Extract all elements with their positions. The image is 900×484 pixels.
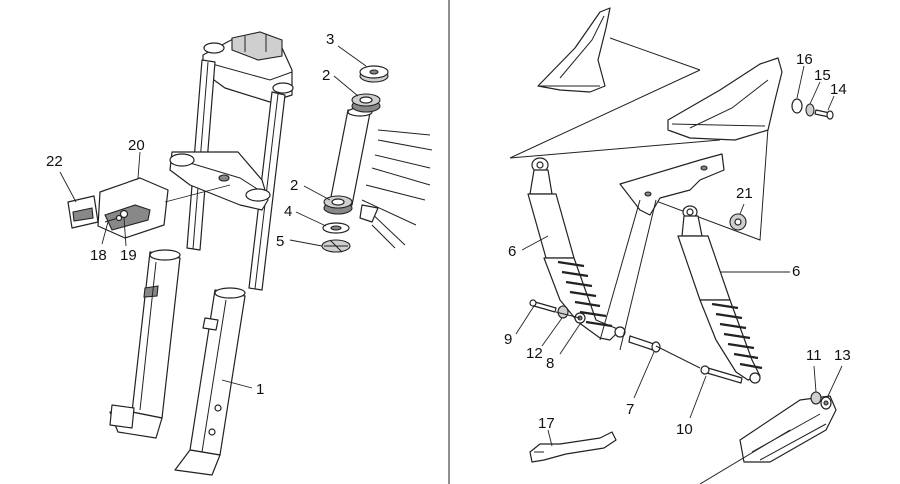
callout-22: 22 <box>46 153 63 170</box>
leader-11 <box>813 365 817 393</box>
callout-8: 8 <box>546 355 554 372</box>
leader-9 <box>515 305 535 335</box>
leader-1 <box>221 379 253 389</box>
part-17-spanner <box>529 431 617 463</box>
leader-5 <box>289 239 323 247</box>
callout-10: 10 <box>676 421 693 438</box>
part-15-washer <box>805 103 815 117</box>
callout-13: 13 <box>834 347 851 364</box>
callout-17: 17 <box>538 415 555 432</box>
callout-5: 5 <box>276 233 284 250</box>
part-7-bolt <box>628 335 661 353</box>
callout-2-lower: 2 <box>290 177 298 194</box>
frame-outline <box>509 37 769 241</box>
callout-3: 3 <box>326 31 334 48</box>
callout-21: 21 <box>736 185 753 202</box>
rear-suspension-panel: 16 15 14 21 6 6 9 12 8 7 10 11 13 17 <box>504 7 851 484</box>
leader-2b <box>303 185 331 201</box>
leader-22 <box>59 171 77 203</box>
leader-20 <box>137 151 141 179</box>
leader-3 <box>337 45 367 67</box>
fender-bracket-large <box>667 57 783 141</box>
leader-6a <box>521 235 549 251</box>
fork-slider-right <box>174 287 246 476</box>
leader-4 <box>295 211 327 227</box>
part-10-bolt <box>700 365 743 384</box>
steering-stem <box>329 107 373 206</box>
part-4-seal <box>322 222 350 234</box>
callout-2-upper: 2 <box>322 67 330 84</box>
callout-16: 16 <box>796 51 813 68</box>
leader-fork-bracket <box>164 184 231 203</box>
part-2-lower-bearing <box>323 195 353 215</box>
callout-15: 15 <box>814 67 831 84</box>
callout-6-left: 6 <box>508 243 516 260</box>
leader-12 <box>541 317 563 347</box>
part-19-washer <box>119 209 129 219</box>
part-11-washer <box>810 391 822 405</box>
lower-triple-clamp <box>169 151 271 211</box>
part-13-nut <box>820 396 832 410</box>
callout-6-right: 6 <box>792 263 800 280</box>
leader-7 <box>633 351 655 399</box>
part-16-ring <box>791 98 803 114</box>
callout-9: 9 <box>504 331 512 348</box>
leader-8 <box>559 323 581 355</box>
part-20-bracket <box>97 177 169 239</box>
leader-14 <box>827 95 835 111</box>
part-18-screw <box>104 214 123 223</box>
swingarm <box>699 395 837 484</box>
part-2-upper-bearing <box>351 93 381 113</box>
leader-15 <box>809 81 821 105</box>
leader-10 <box>689 375 707 419</box>
part-14-screw <box>814 109 834 120</box>
leader-21 <box>739 203 745 215</box>
callout-11: 11 <box>806 347 822 364</box>
callout-4: 4 <box>284 203 292 220</box>
callout-12: 12 <box>526 345 543 362</box>
leader-16 <box>796 65 805 99</box>
leader-17 <box>547 429 553 447</box>
part-5-dust-cover <box>321 239 351 253</box>
part-9-bolt <box>529 299 557 313</box>
leader-18 <box>101 221 109 245</box>
callout-14: 14 <box>830 81 847 98</box>
leader-2a <box>333 75 359 97</box>
frame-plate <box>619 153 725 216</box>
part-12-washer <box>557 305 569 319</box>
callout-7: 7 <box>626 401 634 418</box>
part-3-cap <box>359 65 389 83</box>
front-fork-panel: 3 2 2 4 5 20 22 18 19 1 <box>46 31 433 476</box>
fender-bracket-small <box>537 7 611 93</box>
frame-headstock <box>359 129 433 249</box>
callout-1: 1 <box>256 381 264 398</box>
shock-absorber-left <box>527 157 626 341</box>
leader-19 <box>123 217 127 247</box>
part-21-washer <box>729 213 747 231</box>
callout-18: 18 <box>90 247 107 264</box>
upper-triple-clamp <box>202 31 294 103</box>
callout-19: 19 <box>120 247 137 264</box>
callout-20: 20 <box>128 137 145 154</box>
alignment-lines <box>555 199 701 369</box>
shock-absorber-right <box>677 205 763 384</box>
leader-13 <box>827 365 843 397</box>
fork-slider-left <box>109 249 181 439</box>
part-22-badge <box>67 195 99 229</box>
